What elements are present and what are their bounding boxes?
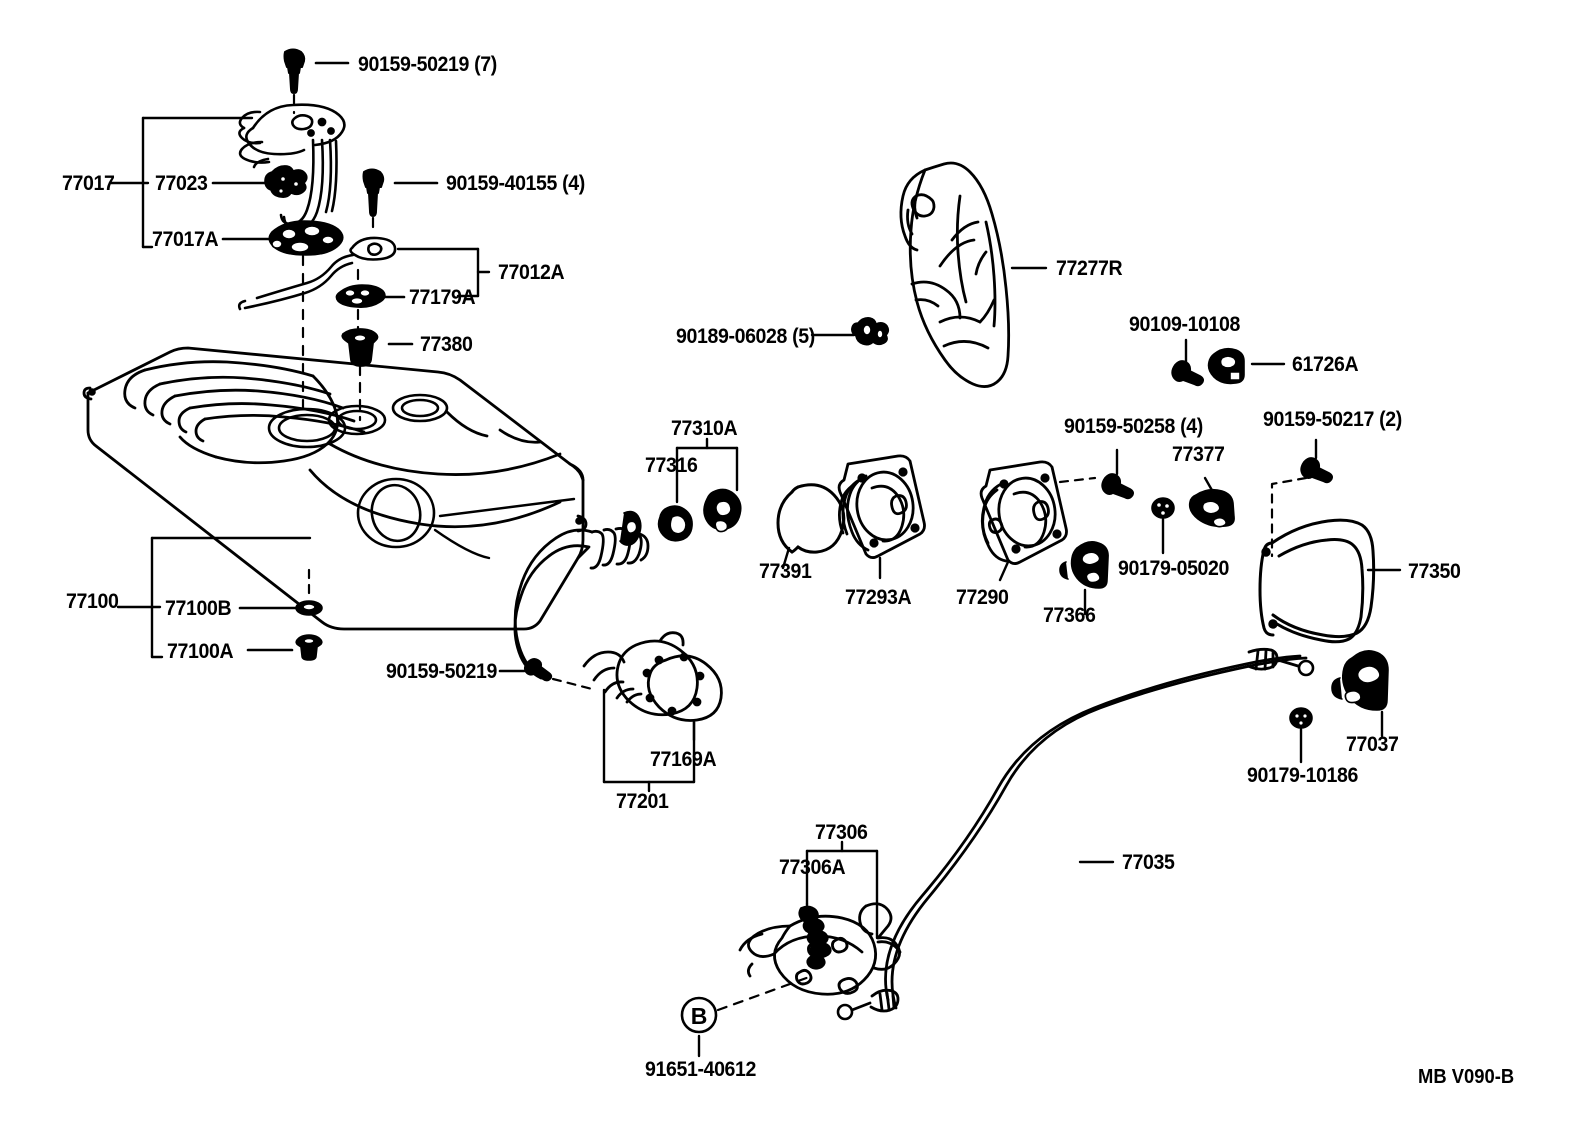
clamp-77023 xyxy=(264,165,308,198)
label-77290: 77290 xyxy=(956,586,1009,609)
label-grommet-90179-10186: 90179-10186 xyxy=(1247,764,1359,787)
cable-77035 xyxy=(836,647,1315,1021)
label-91651-40612: 91651-40612 xyxy=(645,1058,757,1081)
label-77100A: 77100A xyxy=(167,640,234,663)
label-77310A: 77310A xyxy=(671,417,738,440)
clip-77316 xyxy=(657,505,693,542)
hinge-77366 xyxy=(1059,540,1109,589)
label-bolt-90159-50219-top: 90159-50219 (7) xyxy=(358,53,497,76)
protector-77277R xyxy=(899,161,1011,388)
grommet-77380 xyxy=(341,328,379,367)
bracket-77017 xyxy=(108,116,254,249)
label-77023: 77023 xyxy=(155,172,208,195)
bracket-77201 xyxy=(602,688,696,793)
label-nut-90189-06028: 90189-06028 (5) xyxy=(676,325,815,348)
label-77037: 77037 xyxy=(1346,733,1399,756)
clip-77310A xyxy=(703,488,742,533)
callout-B-circle xyxy=(680,996,718,1034)
clip-61726A xyxy=(1207,347,1245,385)
fuel-sender-unit xyxy=(238,103,346,231)
bracket-77310A xyxy=(675,437,739,492)
drain-plug-77100A xyxy=(295,634,323,661)
leader-77391 xyxy=(781,546,791,570)
fuel-tank-77100 xyxy=(82,346,590,631)
breather-pipe-77012A xyxy=(237,236,397,311)
label-77380: 77380 xyxy=(420,333,473,356)
label-77017A: 77017A xyxy=(152,228,219,251)
label-77201: 77201 xyxy=(616,790,669,813)
label-bolt-90159-40155: 90159-40155 (4) xyxy=(446,172,585,195)
label-77377: 77377 xyxy=(1172,443,1225,466)
bolt-90159-50219-neck xyxy=(523,657,553,682)
label-77306A: 77306A xyxy=(779,856,846,879)
label-77391: 77391 xyxy=(759,560,812,583)
sheet-code: MB V090-B xyxy=(1418,1066,1515,1088)
label-77277R: 77277R xyxy=(1056,257,1123,280)
bracket-77306 xyxy=(805,840,879,936)
label-77100B: 77100B xyxy=(165,597,232,620)
label-77293A: 77293A xyxy=(845,586,912,609)
bolt-90159-50217 xyxy=(1300,457,1334,484)
grommet-90179-10186 xyxy=(1289,707,1313,729)
label-77035: 77035 xyxy=(1122,851,1175,874)
clip-partial xyxy=(619,510,642,546)
filler-pipe-77201 xyxy=(513,527,723,722)
bolt-90109-10108 xyxy=(1171,360,1205,387)
label-77350: 77350 xyxy=(1408,560,1461,583)
spring-77306A xyxy=(798,905,832,970)
nut-90189-06028 xyxy=(851,317,890,346)
label-77017: 77017 xyxy=(62,172,115,195)
stopper-77377 xyxy=(1188,488,1235,528)
label-61726A: 61726A xyxy=(1292,353,1359,376)
label-77169A: 77169A xyxy=(650,748,717,771)
snap-ring-77391 xyxy=(776,483,846,554)
bracket-77012A xyxy=(396,247,491,298)
label-bolt-90159-50258: 90159-50258 (4) xyxy=(1064,415,1203,438)
label-bolt-90109-10108: 90109-10108 xyxy=(1129,313,1241,336)
leader-77377 xyxy=(1203,476,1215,494)
label-77316: 77316 xyxy=(645,454,698,477)
gasket-77179A xyxy=(335,284,386,308)
lever-body-77306 xyxy=(738,902,902,996)
label-nut-90179-05020: 90179-05020 xyxy=(1118,557,1230,580)
label-bolt-90159-50219-neck: 90159-50219 xyxy=(386,660,498,683)
callout-b-letter: B xyxy=(691,1003,708,1029)
bolt-90159-50219-top xyxy=(283,48,306,94)
housing-77293A xyxy=(837,454,926,559)
label-77366: 77366 xyxy=(1043,604,1096,627)
label-77179A: 77179A xyxy=(409,286,476,309)
leader-77290 xyxy=(998,560,1010,582)
label-77012A: 77012A xyxy=(498,261,565,284)
gauge-plate-77017A xyxy=(268,220,344,256)
bolt-90159-40155 xyxy=(362,168,385,217)
label-77306: 77306 xyxy=(815,821,868,844)
bracket-77100 xyxy=(116,536,312,659)
nut-90179-05020 xyxy=(1151,497,1175,519)
label-77100: 77100 xyxy=(66,590,119,613)
plug-77100B xyxy=(295,600,323,616)
housing-77290 xyxy=(979,460,1068,565)
label-bolt-90159-50217: 90159-50217 (2) xyxy=(1263,408,1402,431)
bracket-77037 xyxy=(1331,650,1389,711)
fuel-lid-77350 xyxy=(1258,518,1376,644)
bolt-90159-50258 xyxy=(1101,473,1135,500)
